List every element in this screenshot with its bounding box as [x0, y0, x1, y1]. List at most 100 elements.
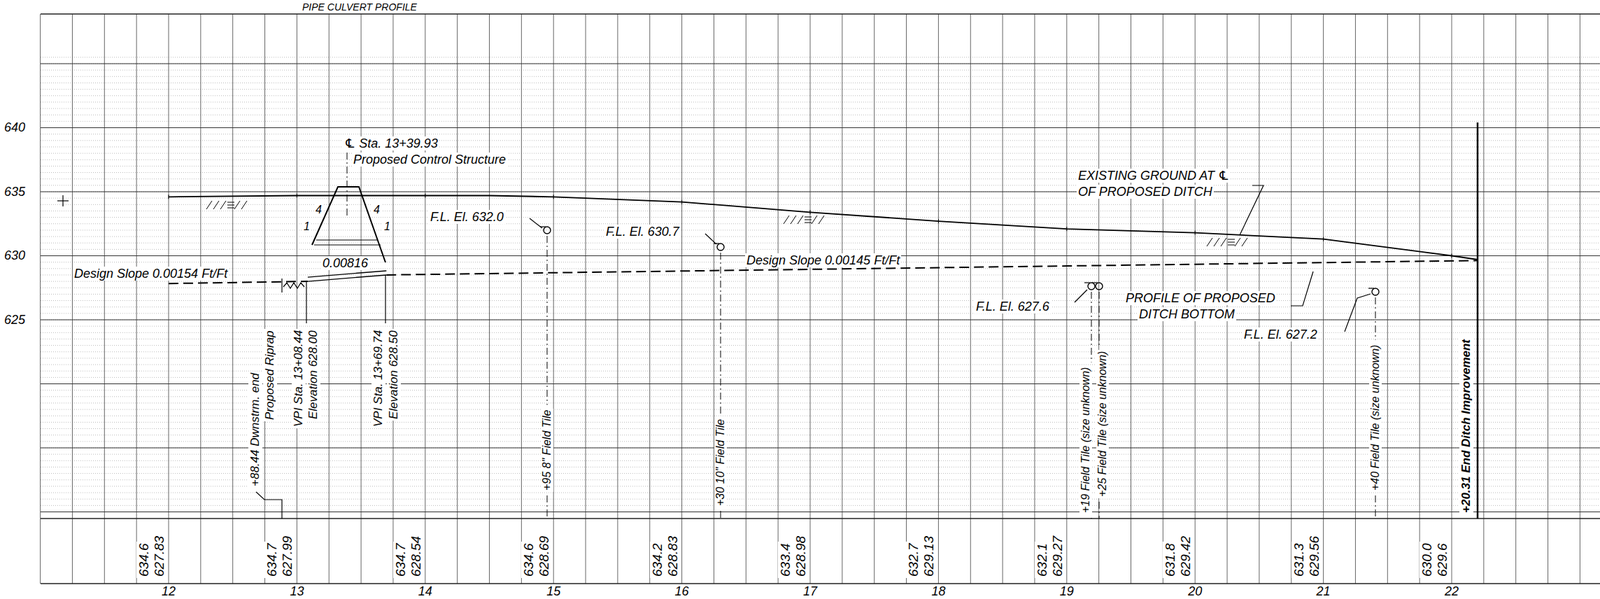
- vertical-note: Proposed Riprap: [263, 328, 278, 422]
- annotation: F.L. El. 627.2: [1242, 327, 1319, 343]
- annotation: 4: [314, 203, 324, 217]
- annotation: Proposed Control Structure: [351, 152, 508, 168]
- grid-minor: [40, 133, 1600, 135]
- table-value: 631.8: [1162, 541, 1179, 578]
- grid-vertical: [360, 13, 362, 584]
- station-label: 20: [1186, 584, 1204, 599]
- field-tile-line: [1091, 291, 1093, 363]
- grid-minor: [40, 114, 1600, 116]
- grid-vertical: [424, 13, 426, 584]
- grid-minor: [40, 95, 1600, 96]
- vertical-note: +25 Field Tile (size unknown): [1096, 349, 1109, 499]
- station-label: 17: [801, 584, 819, 599]
- grid-vertical: [681, 13, 683, 584]
- table-value: 629.27: [1050, 534, 1066, 578]
- table-value: 633.4: [777, 541, 794, 578]
- table-value: 629.6: [1434, 541, 1451, 578]
- ground-tick: [681, 200, 683, 205]
- ground-tick: [1194, 230, 1196, 236]
- vertical-note: +19 Field Tile (size unknown): [1079, 365, 1093, 515]
- grid-minor: [40, 242, 1600, 244]
- vpi-line: [305, 281, 307, 324]
- station-label: 16: [673, 584, 691, 599]
- grid-minor: [40, 82, 1600, 84]
- drawing-title: PIPE CULVERT PROFILE: [300, 1, 419, 13]
- grid-vertical: [72, 13, 73, 584]
- grid-vertical: [777, 13, 779, 584]
- annotation: DITCH BOTTOM: [1137, 307, 1237, 322]
- ground-hatch: [241, 200, 247, 210]
- table-value: 628.83: [665, 534, 681, 578]
- ground-hatch: [1241, 237, 1248, 247]
- station-label: 18: [929, 584, 947, 599]
- grid-vertical: [168, 13, 170, 584]
- field-tile-line: [1375, 297, 1377, 341]
- grid-minor: [40, 466, 1600, 468]
- ground-hatch: [234, 200, 240, 210]
- vertical-note: +95 8" Field Tile: [540, 408, 554, 492]
- grid-minor: [40, 204, 1600, 205]
- grid-minor: [40, 229, 1600, 231]
- vertical-note: +88.44 Dwnstrm. end: [248, 371, 263, 488]
- vertical-note: Elevation 628.50: [386, 328, 401, 421]
- ground-hatch: [818, 215, 825, 224]
- grid-vertical: [1387, 13, 1389, 584]
- vertical-note: Elevation 628.00: [306, 328, 321, 421]
- grid-minor: [40, 306, 1600, 308]
- table-value: 634.7: [264, 541, 280, 578]
- annotation: 4: [372, 203, 382, 217]
- table-value: 628.69: [536, 534, 552, 578]
- grid-vertical: [745, 13, 747, 584]
- grid-vertical: [585, 13, 587, 584]
- vpi-line: [384, 274, 386, 324]
- ground-tick: [296, 193, 298, 198]
- grid-vertical: [200, 13, 201, 584]
- table-value: 627.99: [279, 534, 296, 578]
- field-tile-symbol: [1095, 282, 1103, 290]
- grid-minor: [40, 460, 1600, 462]
- grid-vertical: [617, 13, 618, 584]
- grid-border: [40, 517, 1600, 519]
- vertical-note: +40 Field Tile (size unknown): [1369, 343, 1382, 492]
- field-tile-stub: [1084, 281, 1090, 283]
- ground-hatch: [227, 207, 235, 209]
- grid-minor: [40, 236, 1600, 238]
- grid-vertical: [1322, 13, 1324, 584]
- plus-mark: [62, 195, 63, 207]
- grid-border: [40, 582, 1600, 584]
- grid-minor: [40, 319, 1600, 321]
- ground-tick: [1451, 253, 1453, 259]
- field-tile-symbol: [543, 226, 551, 234]
- grid-minor: [40, 101, 1600, 103]
- grid-minor: [40, 440, 1600, 442]
- grid-vertical: [456, 13, 458, 584]
- grid-vertical: [1066, 13, 1067, 584]
- riprap-symbol: [283, 282, 305, 289]
- grid-minor: [40, 293, 1600, 295]
- station-label: 21: [1315, 584, 1333, 599]
- grid-vertical: [938, 13, 939, 584]
- grid-minor: [40, 191, 1600, 193]
- ground-hatch: [227, 204, 235, 206]
- ground-hatch: [1227, 242, 1235, 243]
- grid-vertical: [392, 13, 394, 584]
- grid-major: [40, 190, 1600, 192]
- annotation: 1: [302, 220, 312, 233]
- field-tile-stub: [1368, 287, 1375, 289]
- grid-minor: [40, 428, 1600, 429]
- annotation: Design Slope 0.00154 Ft/Ft: [72, 266, 229, 282]
- table-value: 629.13: [921, 534, 937, 578]
- grid-minor: [40, 184, 1600, 186]
- grid-minor: [40, 249, 1600, 250]
- station-label: 13: [288, 584, 306, 599]
- field-tile-line: [1099, 501, 1100, 519]
- field-tile-line: [547, 235, 548, 406]
- grid-minor: [40, 434, 1600, 436]
- grid-minor: [40, 216, 1600, 218]
- grid-minor: [40, 88, 1600, 90]
- field-tile-line: [1091, 517, 1093, 519]
- grid-vertical: [1451, 13, 1453, 584]
- grid-vertical: [841, 13, 843, 584]
- grid-minor: [40, 511, 1600, 513]
